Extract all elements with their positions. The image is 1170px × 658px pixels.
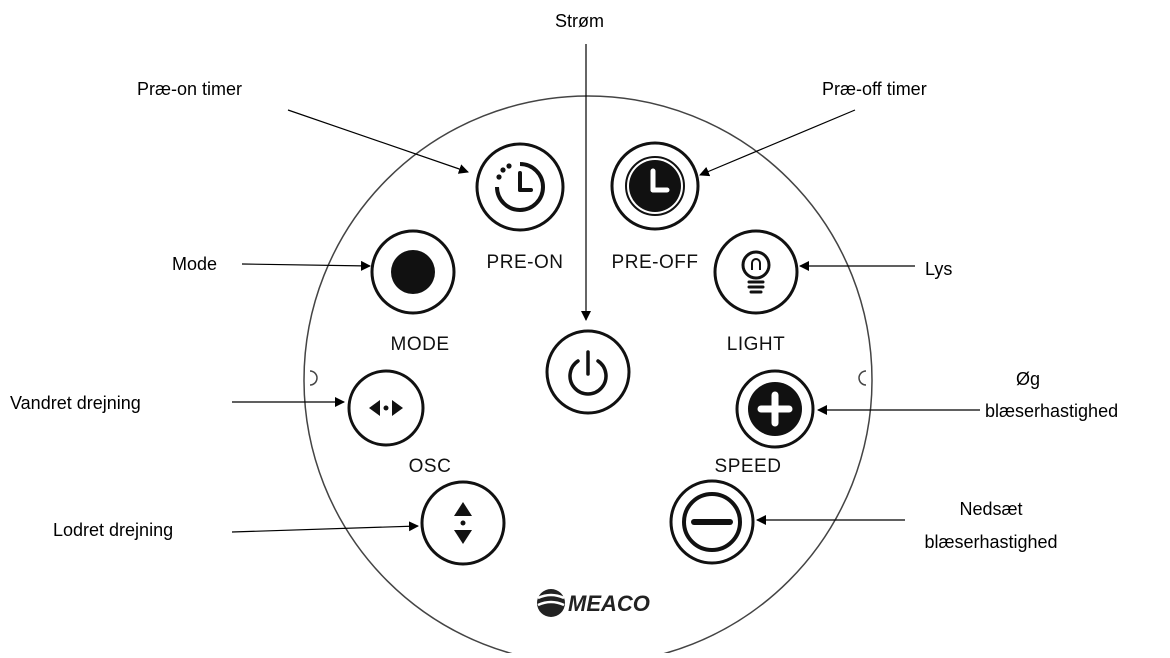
light-button[interactable] (713, 229, 799, 315)
mode-callout: Mode (172, 254, 218, 274)
power-callout: Strøm (555, 11, 604, 31)
speed-down-callout-line2: blæserhastighed (924, 532, 1058, 552)
pre-off-button[interactable] (610, 141, 700, 231)
pre-on-button[interactable] (475, 142, 565, 232)
speed-up-callout-line1: Øg (1015, 369, 1040, 389)
pre-on-timer-callout: Præ-on timer (137, 79, 243, 99)
horizontal-oscillation-callout: Vandret drejning (10, 393, 141, 413)
light-label: LIGHT (727, 334, 785, 355)
speed-up-callout-line2: blæserhastighed (985, 401, 1119, 421)
brand-wordmark: MEACO (568, 591, 650, 616)
control-panel-outline (303, 95, 873, 658)
vertical-oscillation-callout: Lodret drejning (53, 520, 174, 540)
pre-off-label: PRE-OFF (612, 252, 699, 273)
power-icon (568, 350, 608, 396)
meaco-swirl-icon (537, 589, 565, 617)
mode-button[interactable] (370, 229, 456, 315)
osc-button[interactable] (347, 369, 425, 447)
speed-down-callout-line1: Nedsæt (959, 499, 1023, 519)
power-button[interactable] (545, 329, 631, 415)
minus-icon (682, 492, 742, 552)
pre-on-label: PRE-ON (487, 252, 564, 273)
mode-label: MODE (391, 334, 450, 355)
vertical-arrows-icon (454, 502, 472, 544)
pre-off-arrow (699, 109, 856, 177)
speed-up-button[interactable] (735, 369, 815, 449)
speed-label: SPEED (715, 456, 782, 477)
plus-icon (748, 382, 802, 436)
timer-on-icon (495, 162, 545, 212)
vertical-osc-arrow (231, 521, 419, 533)
timer-off-icon (625, 156, 685, 216)
light-bulb-icon (741, 250, 771, 294)
speed-down-button[interactable] (669, 479, 755, 565)
mode-arrow (241, 260, 371, 271)
horizontal-arrows-icon (369, 400, 403, 416)
pre-off-timer-callout: Præ-off timer (822, 79, 927, 99)
light-callout: Lys (925, 259, 953, 279)
fan-icon (391, 250, 435, 294)
left-notch (309, 370, 318, 386)
pre-on-arrow (287, 109, 469, 174)
right-notch (858, 370, 867, 386)
osc-label: OSC (409, 456, 452, 477)
meaco-logo: MEACO (537, 589, 650, 617)
vertical-osc-button[interactable] (420, 480, 506, 566)
